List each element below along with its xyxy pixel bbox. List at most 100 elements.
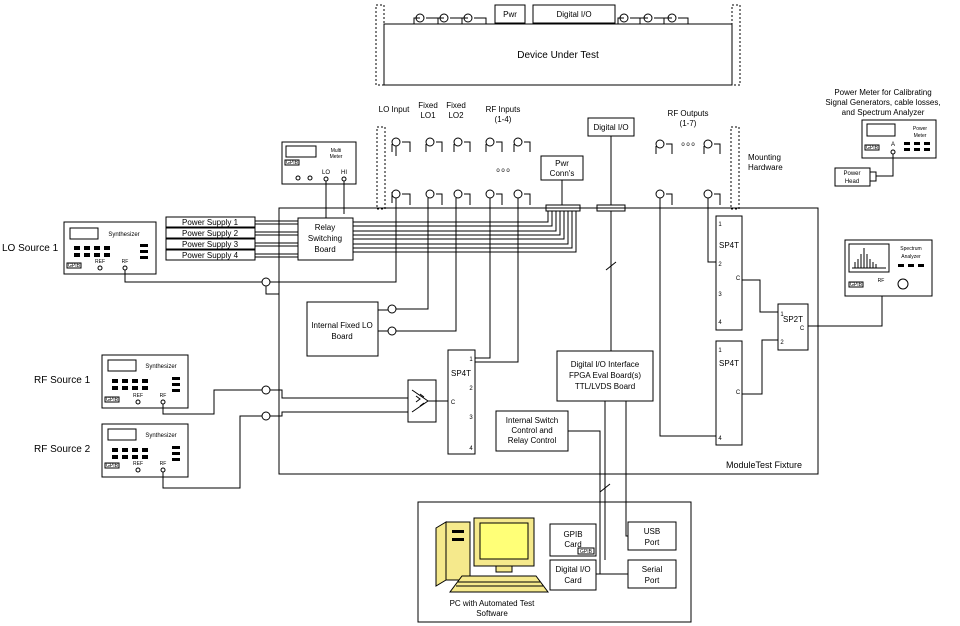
serial-port [627,559,677,589]
sp4t-input-title: SP4T [451,369,471,378]
digital-io-card-label-b: Card [564,576,581,585]
relay-board-label-a: Relay [315,223,335,232]
supply-to-relay-wires [255,220,298,258]
multimeter-display [285,145,317,158]
power-supply-1-label: Power Supply 1 [182,218,239,227]
dut-digital-io-block [532,4,616,24]
fixed-lo1-label-a: Fixed [418,101,438,110]
pc-cards: GPIB Card GPIB Digital I/O Card USB Port… [549,521,677,591]
module-test-fixture [278,207,819,475]
sp4t-upper-port-3: 3 [718,292,722,298]
relay-board-label-c: Board [314,245,335,254]
sp4t-output-lower: SP4T 1 4 C [715,340,743,446]
rf-outputs-label-a: RF Outputs [668,109,709,118]
rf-combiner [407,379,437,423]
multimeter-knob-2 [307,175,313,181]
fixture-label: ModuleTest Fixture [726,460,802,470]
usb-port-label-a: USB [644,527,660,536]
mounting-hardware-label-a: Mounting [748,153,781,162]
power-meter-caption-c: and Spectrum Analyzer [842,108,925,117]
dut-title: Device Under Test [517,50,599,61]
rf-source-2: RF Source 2 Synthesizer GPIB REF RF [34,423,189,478]
sp4t-output-upper: SP4T 1 2 3 4 C [715,215,743,331]
pc-caption-a: PC with Automated Test [450,599,536,608]
pc-screen [479,522,529,560]
fixed-lo-outputs [378,198,457,336]
rf-source-1-cable [162,385,408,415]
power-head-cable [876,154,894,177]
power-meter-caption-a: Power Meter for Calibrating [834,88,931,97]
rf-source-2-cable [162,411,408,489]
rf-inputs-ellipsis: o o o [496,168,510,174]
power-supply-4-label: Power Supply 4 [182,251,239,260]
pc-tower-side [435,521,447,587]
pwr-conns-label-b: Conn's [550,169,575,178]
rf-source-1-ref-jack [135,399,141,405]
sp2t-body [777,303,809,351]
sp4t-lower-common: C [736,390,741,396]
sp4t-upper-port-1: 1 [718,222,722,228]
pc-caption-b: Software [476,609,508,618]
power-meter-input-jack [890,149,896,155]
power-meter-caption-b: Signal Generators, cable losses, [825,98,940,107]
sp4t-input-rf-links [475,198,519,363]
rf-source-2-label: RF Source 2 [34,444,91,455]
rf-source-1-gpib [104,396,120,403]
lo-source-1-cable [124,270,279,295]
rf-source-2-gpib-label: GPIB [106,463,119,469]
lo-source-1-title: Synthesizer [108,232,139,238]
rf-output-cables [659,198,716,437]
power-supply-2-label: Power Supply 2 [182,229,239,238]
fixed-lo1-label-b: LO1 [420,111,436,120]
mounting-bracket-right [731,4,741,86]
relay-board-label-b: Switching [308,234,342,243]
multimeter-gpib-label: GPIB [286,160,299,166]
digital-interface-label-b: FPGA Eval Board(s) [569,371,641,380]
spectrum-analyzer-knob [897,278,909,290]
pc: PC with Automated Test Software [435,517,549,618]
rf-source-1-title: Synthesizer [145,364,176,370]
dut-box [383,23,733,86]
sp4t-lower-port-4: 4 [718,436,722,442]
power-meter-channel-label: A [891,142,895,148]
mounting-bracket-lower-left [376,126,386,210]
fixture-digital-io-label: Digital I/O [593,123,628,132]
sp2t-connections [742,279,883,395]
sp4t-input-port-1: 1 [469,357,473,363]
dut-top-connectors [413,13,689,24]
sp4t-input-common: C [451,400,456,406]
spectrum-trace [852,248,886,269]
relay-switching-board [297,217,354,261]
gpib-card-label-b: Card [564,540,581,549]
switch-control-label-a: Internal Switch [506,416,558,425]
pc-drive-bay-1 [452,530,464,533]
lo-source-1-display [69,227,99,240]
rf-source-2-keypad [112,446,180,461]
multimeter-title-b: Meter [330,154,343,160]
lo-source-1-ref-label: REF [95,259,105,265]
rf-source-1: RF Source 1 Synthesizer GPIB REF RF [34,354,189,409]
power-supply-3 [165,238,256,250]
gpib-card-label-a: GPIB [563,530,582,539]
rf-source-2-gpib [104,462,120,469]
serial-port-label-a: Serial [642,565,663,574]
sp4t-lower-body [715,340,743,446]
sp2t-common: C [800,326,805,332]
rf-outputs-label-b: (1-7) [680,119,697,128]
power-head-label-b: Head [845,179,859,185]
rf-source-1-ref-label: REF [133,393,143,399]
lo-input-cable [270,198,397,283]
power-supply-1 [165,216,256,228]
sp2t-port-1: 1 [780,312,784,318]
multimeter-hi-jack [341,176,347,182]
lo-source-1-rf-label: RF [122,259,129,265]
digital-interface-label-c: TTL/LVDS Board [575,382,635,391]
spectrum-analyzer-title-a: Spectrum [900,246,921,252]
sp2t-title: SP2T [783,315,803,324]
switch-control-label-b: Control and [511,426,552,435]
sp4t-input-port-4: 4 [469,446,473,452]
rf-source-2-ref-label: REF [133,461,143,467]
digital-io-card-label-a: Digital I/O [555,565,590,574]
serial-port-label-b: Port [645,576,660,585]
